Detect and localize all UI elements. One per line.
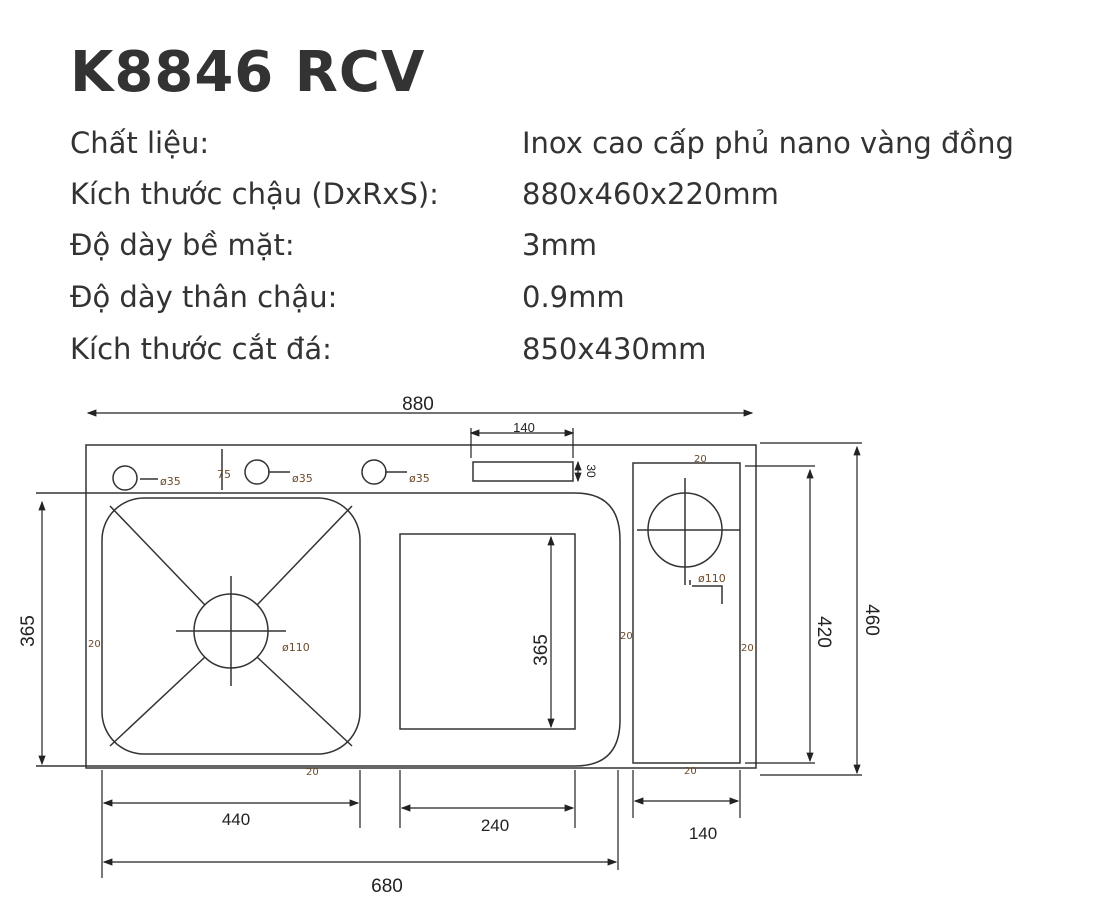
margin-bottom: 20 [306,767,319,778]
sink-outline [85,444,757,769]
spec-row-material: Chất liệu: Inox cao cấp phủ nano vàng đồ… [70,126,1090,166]
dim-slot-height: 30 [584,464,598,478]
spec-label: Độ dày bề mặt: [70,228,295,262]
spec-value: 0.9mm [522,280,625,314]
dim-drainboard-depth: 365 [531,634,552,666]
dim-total-depth: 460 [861,604,882,636]
spec-row-dimensions: Kích thước chậu (DxRxS): 880x460x220mm [70,177,1090,217]
spec-row-cutout: Kích thước cắt đá: 850x430mm [70,332,1090,372]
left-basin [101,497,361,755]
margin-right: 20 [741,643,754,654]
right-box [632,462,741,764]
dim-right-box-width: 140 [689,824,717,843]
margin-left: 20 [88,639,101,650]
product-title: K8846 RCV [70,40,426,105]
label-drain-right: ø110 [698,572,726,585]
spec-row-surface-thickness: Độ dày bề mặt: 3mm [70,228,1090,268]
spec-value: 3mm [522,228,597,262]
tap-hole-1 [112,465,138,491]
spec-label: Kích thước cắt đá: [70,332,332,366]
margin-mid: 20 [620,631,633,642]
tap-hole-2 [244,459,270,485]
tap-hole-3 [361,459,387,485]
dim-hole-offset: 75 [217,468,231,481]
spec-value: 880x460x220mm [522,177,779,211]
dim-total-width: 880 [402,394,434,415]
dim-drainboard-width: 240 [481,816,509,835]
dim-basin-width: 440 [222,810,250,829]
label-drain-left: ø110 [282,641,310,654]
spec-value: 850x430mm [522,332,707,366]
spec-label: Chất liệu: [70,126,210,160]
label-hole-3: ø35 [409,472,430,485]
dim-overall-inner-width: 680 [371,876,403,897]
label-hole-2: ø35 [292,472,313,485]
dim-basin-depth: 365 [18,615,39,647]
slot [472,461,574,482]
spec-label: Độ dày thân chậu: [70,280,338,314]
dim-slot-width: 140 [513,420,535,435]
label-hole-1: ø35 [160,475,181,488]
dim-inner-depth: 420 [813,616,834,648]
spec-row-body-thickness: Độ dày thân chậu: 0.9mm [70,280,1090,320]
spec-value: Inox cao cấp phủ nano vàng đồng [522,126,1014,160]
margin-bottom-right: 20 [684,766,697,777]
basin-contour [36,492,621,767]
margin-top-right: 20 [694,454,707,465]
spec-label: Kích thước chậu (DxRxS): [70,177,439,211]
drainboard [399,533,576,730]
